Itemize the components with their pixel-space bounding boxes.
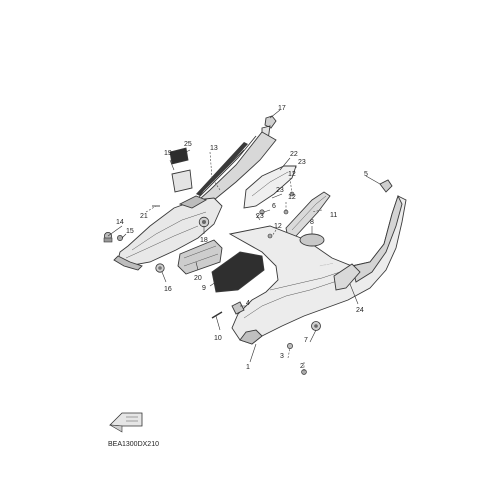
callout-18: 18 xyxy=(200,237,208,244)
arrow-fr-icon xyxy=(109,412,143,433)
callout-1: 1 xyxy=(246,364,250,371)
callout-3: 3 xyxy=(280,353,284,360)
callout-10: 10 xyxy=(214,335,222,342)
leader-lines xyxy=(107,109,381,372)
callout-8: 8 xyxy=(310,219,314,226)
part-7-grommet xyxy=(311,321,321,331)
part-16-grommet xyxy=(155,263,165,273)
callout-12a: 12 xyxy=(288,171,296,178)
callout-21: 21 xyxy=(140,213,148,220)
callout-4: 4 xyxy=(246,300,250,307)
callout-23c: 23 xyxy=(256,213,264,220)
callout-23: 23 xyxy=(298,159,306,166)
callout-12c: 12 xyxy=(274,223,282,230)
callout-15: 15 xyxy=(126,228,134,235)
part-25-emblem xyxy=(169,147,189,165)
part-15-screw xyxy=(117,235,123,241)
part-8-badge xyxy=(299,233,325,247)
callout-13: 13 xyxy=(210,145,218,152)
part-left-side-cover xyxy=(113,195,223,271)
callout-9: 9 xyxy=(202,285,206,292)
part-5-clip xyxy=(379,179,393,193)
svg-text:~~~~: ~~~~ xyxy=(319,261,334,270)
part-3-collar xyxy=(287,343,293,349)
diagram-code: BEA1300DX210 xyxy=(108,441,159,448)
part-24-rib xyxy=(333,263,361,291)
part-18-grommet xyxy=(198,216,210,228)
part-20-plate xyxy=(177,239,223,275)
callout-11: 11 xyxy=(330,212,337,219)
callout-25: 25 xyxy=(184,141,192,148)
callout-6: 6 xyxy=(272,203,276,210)
callout-24: 24 xyxy=(356,307,364,314)
part-4-clip xyxy=(231,301,245,315)
callout-12b: 12 xyxy=(288,194,296,201)
callout-7: 7 xyxy=(304,337,308,344)
part-19-small-cover xyxy=(171,169,193,193)
callout-20: 20 xyxy=(194,275,202,282)
callouts: 17 25 19 13 22 23 5 12 23 6 12 14 15 21 … xyxy=(116,105,368,371)
callout-2: 2 xyxy=(300,363,304,370)
callout-22: 22 xyxy=(290,151,298,158)
part-9-pad xyxy=(211,251,265,293)
part-10-pin xyxy=(211,311,223,319)
callout-14: 14 xyxy=(116,219,124,226)
callout-19: 19 xyxy=(164,150,172,157)
part-22-panel xyxy=(243,165,297,209)
callout-23b: 23 xyxy=(276,187,284,194)
callout-16: 16 xyxy=(164,286,172,293)
callout-17: 17 xyxy=(278,105,286,112)
callout-5: 5 xyxy=(364,171,368,178)
